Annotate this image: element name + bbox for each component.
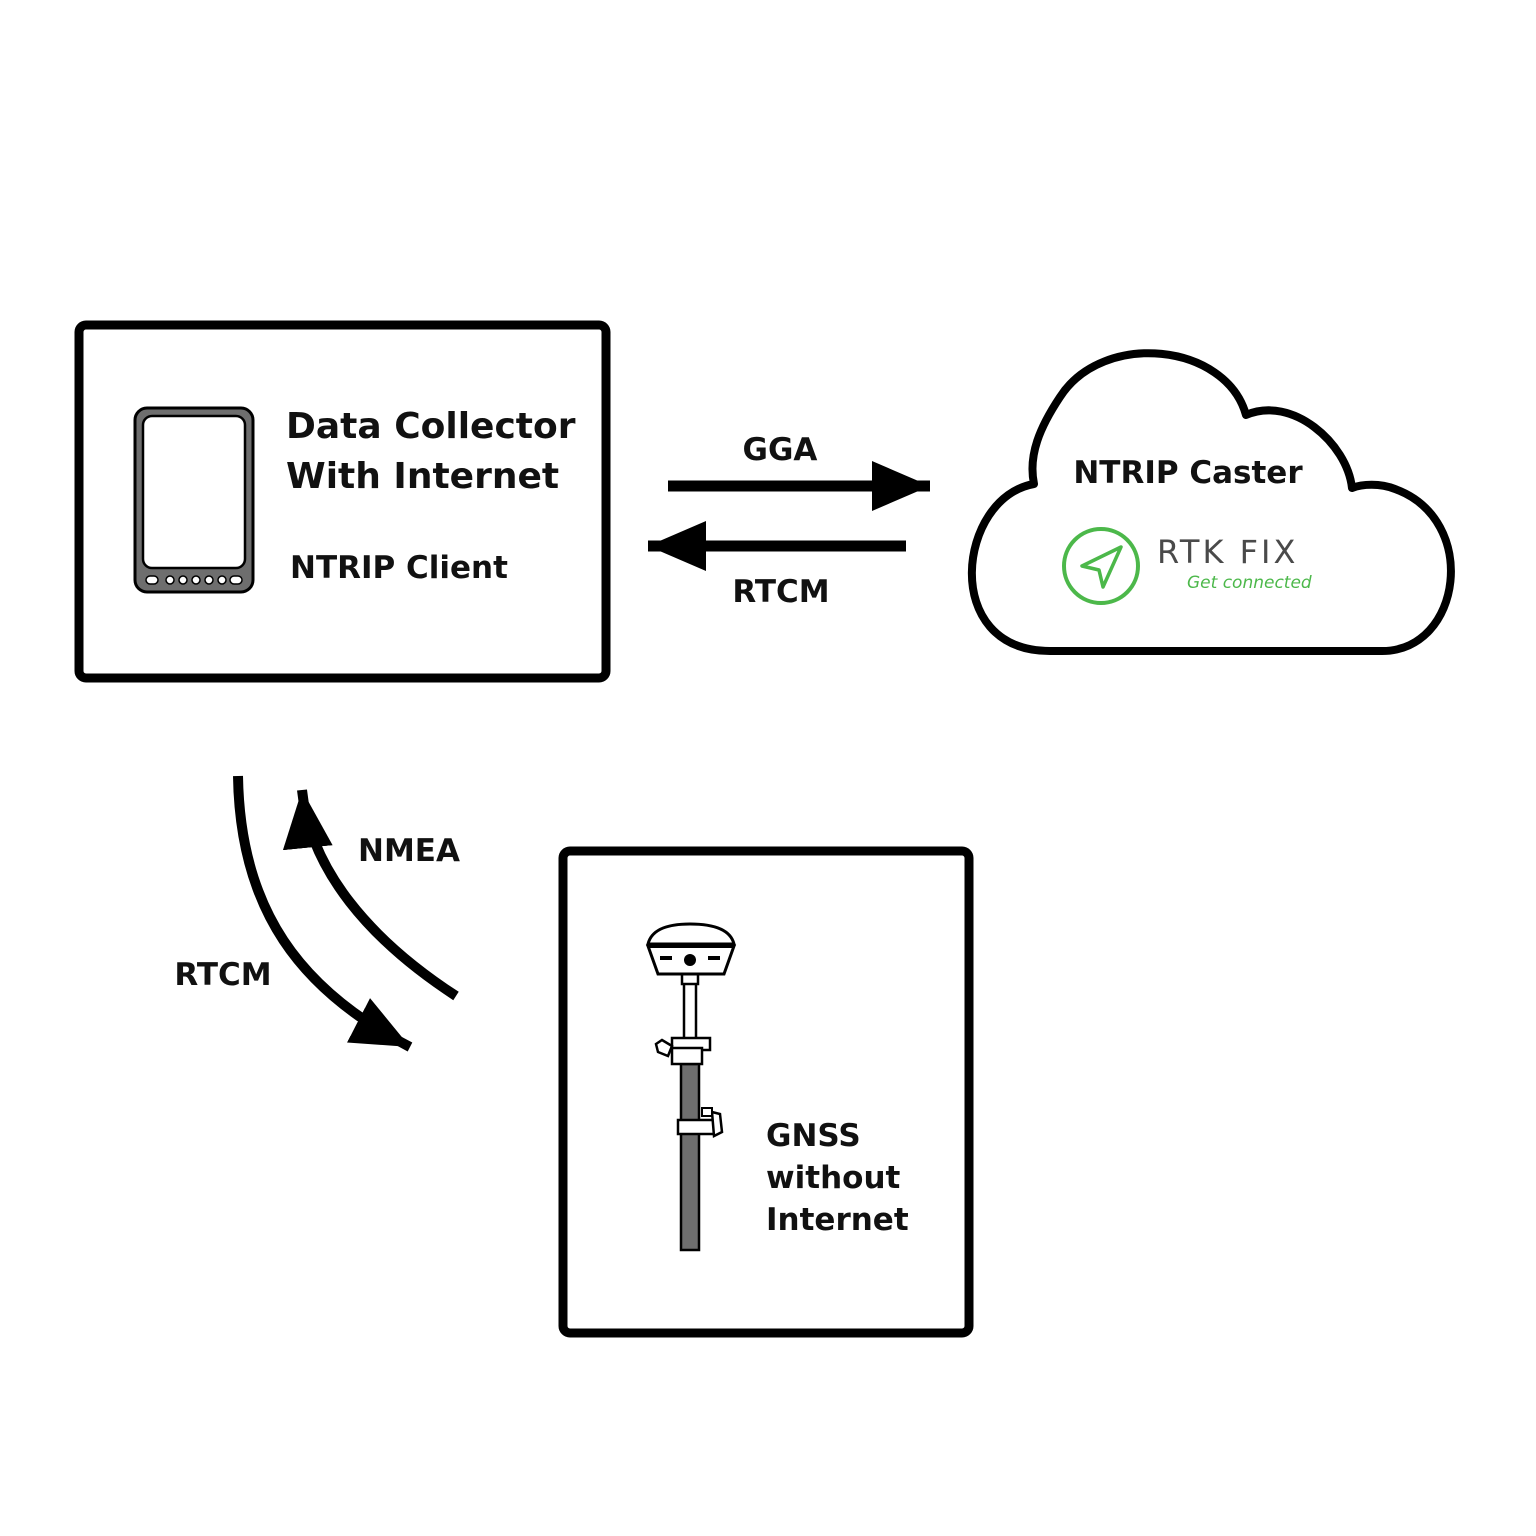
logo-ring <box>1062 527 1140 605</box>
gga-label: GGA <box>743 432 818 468</box>
data-collector-box <box>74 320 611 683</box>
rtcm-bottom-arrow <box>233 775 413 1052</box>
cloud-shape <box>968 349 1455 655</box>
gnss-node: GNSS without Internet <box>558 846 974 1338</box>
gga-link: GGA <box>668 432 930 511</box>
rtcm-bottom-label: RTCM <box>174 957 271 993</box>
ntrip-client-label: NTRIP Client <box>290 550 508 586</box>
rtk-fix-logo: RTK FIX Get connected <box>1062 527 1312 605</box>
gnss-label-line2: without <box>766 1160 901 1196</box>
gnss-box <box>558 846 974 1338</box>
gnss-label-line3: Internet <box>766 1202 909 1238</box>
ntrip-caster-node: NTRIP Caster RTK FIX Get connected <box>968 349 1455 655</box>
rtk-fix-wordmark: RTK FIX <box>1157 533 1298 571</box>
rtcm-top-link: RTCM <box>648 521 906 610</box>
ntrip-caster-label: NTRIP Caster <box>1073 455 1303 491</box>
data-collector-title-line2: With Internet <box>286 456 559 497</box>
nmea-label: NMEA <box>358 833 460 869</box>
data-collector-title-line1: Data Collector <box>286 406 576 447</box>
rtcm-bottom-link: RTCM <box>174 775 413 1052</box>
rtcm-top-label: RTCM <box>732 574 829 610</box>
data-collector-node: Data Collector With Internet NTRIP Clien… <box>74 320 611 683</box>
rtk-fix-tagline: Get connected <box>1187 573 1312 593</box>
gnss-receiver-pole-icon <box>645 922 737 1252</box>
nmea-arrow <box>282 789 459 1001</box>
tablet-icon <box>133 406 255 594</box>
gnss-label-line1: GNSS <box>766 1118 861 1154</box>
nmea-link: NMEA <box>282 789 460 1001</box>
navigation-arrow-icon <box>1080 545 1123 589</box>
